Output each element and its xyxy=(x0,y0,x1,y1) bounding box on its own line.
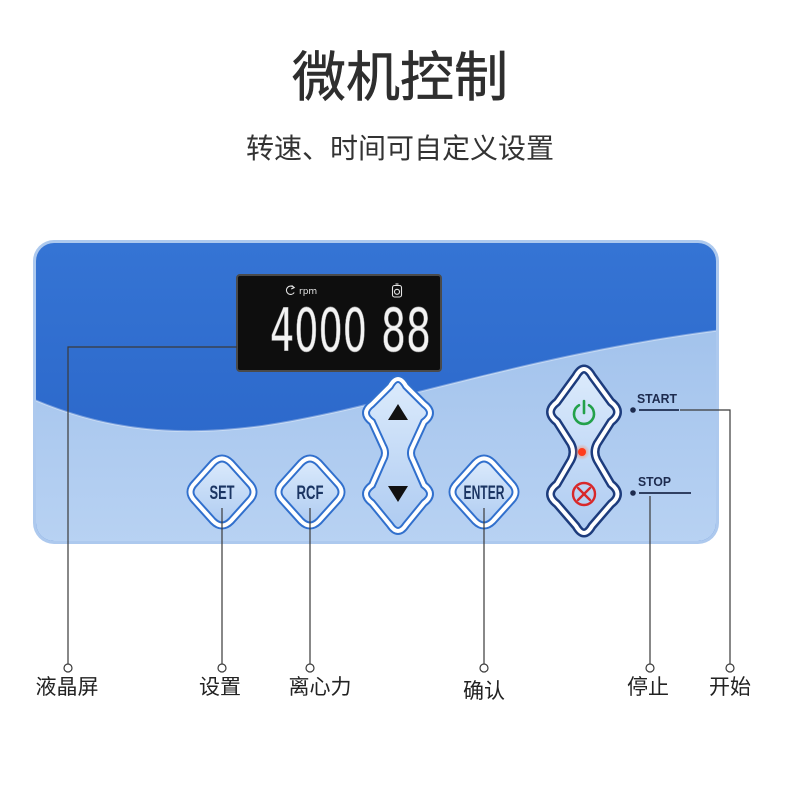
callout-set xyxy=(217,508,227,673)
up-button[interactable] xyxy=(366,382,430,446)
down-arrow-icon xyxy=(388,486,408,502)
lcd-display: rpm 4000 88 xyxy=(236,274,442,372)
enter-button[interactable]: ENTER xyxy=(453,459,516,526)
set-button-label: SET xyxy=(210,483,235,504)
callout-enter xyxy=(479,508,489,673)
page-subtitle: 转速、时间可自定义设置 xyxy=(246,132,554,165)
start-indicator: START xyxy=(630,391,679,413)
callout-label-enter: 确认 xyxy=(463,679,505,703)
enter-button-label: ENTER xyxy=(464,483,505,504)
start-label: START xyxy=(637,391,677,406)
callout-label-stop: 停止 xyxy=(627,675,669,699)
lcd-screen xyxy=(236,274,442,372)
callout-lcd xyxy=(63,346,237,673)
time-readout: 88 xyxy=(381,296,431,366)
up-down-keys xyxy=(366,379,430,531)
speed-unit-label: rpm xyxy=(299,287,317,297)
callout-label-lcd: 液晶屏 xyxy=(36,675,99,699)
callout-start xyxy=(680,409,735,673)
red-led-icon xyxy=(578,448,586,456)
callout-stop xyxy=(645,496,655,673)
stop-marker-dot xyxy=(630,490,636,496)
callout-rcf xyxy=(305,508,315,673)
stop-icon xyxy=(571,481,597,507)
clock-icon xyxy=(391,283,403,298)
start-button[interactable] xyxy=(550,372,618,446)
rcf-button[interactable]: RCF xyxy=(279,459,342,526)
down-button[interactable] xyxy=(366,462,430,526)
stop-indicator: STOP xyxy=(630,474,691,496)
callout-label-start: 开始 xyxy=(709,675,751,699)
rcf-button-label: RCF xyxy=(297,483,324,504)
control-panel: rpm 4000 88 SET RCF xyxy=(33,240,719,544)
stop-button[interactable] xyxy=(550,458,618,532)
up-arrow-icon xyxy=(388,404,408,420)
callout-labels: 液晶屏 设置 离心力 确认 停止 开始 xyxy=(36,675,752,703)
callout-label-rcf: 离心力 xyxy=(289,675,352,699)
rotation-icon xyxy=(285,284,296,295)
start-stop-keys xyxy=(550,369,618,533)
set-button[interactable]: SET xyxy=(191,459,254,526)
speed-readout: 4000 xyxy=(270,296,367,366)
callout-label-set: 设置 xyxy=(199,675,241,699)
callout-lines xyxy=(63,346,735,673)
power-icon xyxy=(572,399,596,426)
wave-highlight xyxy=(36,329,716,433)
page-title: 微机控制 xyxy=(292,46,508,109)
stop-label: STOP xyxy=(638,474,671,489)
start-marker-dot xyxy=(630,407,636,413)
